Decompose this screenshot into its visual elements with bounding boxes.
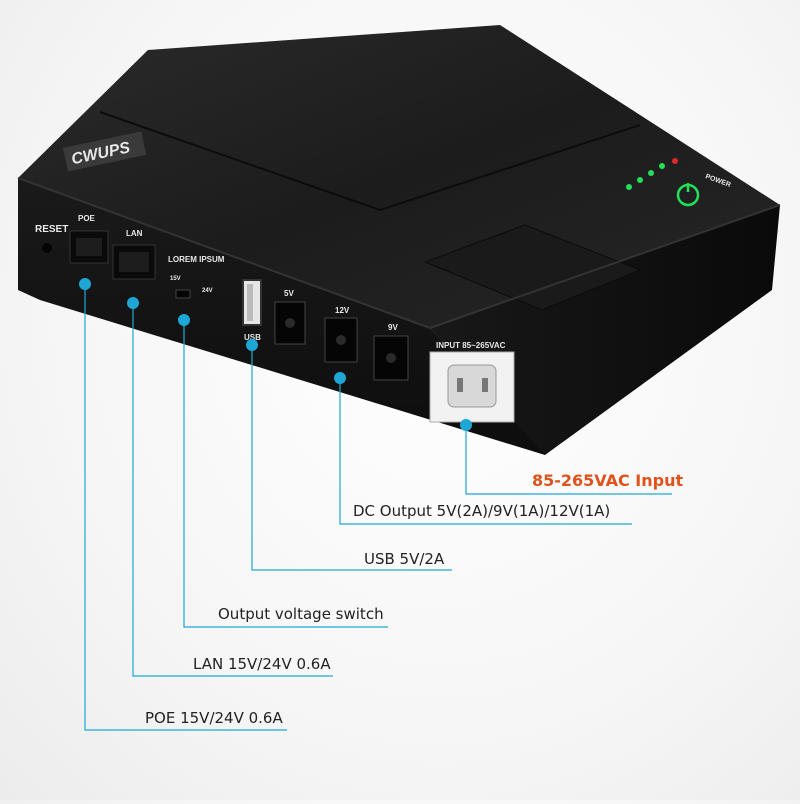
switch-15v-label: 15V [170, 276, 181, 282]
leader-lan [132, 303, 333, 677]
callout-leaders [84, 284, 672, 731]
brand-badge-bg [63, 131, 147, 172]
poe-port-inner [76, 238, 102, 256]
dc-5v-label: 5V [284, 289, 294, 298]
leader-usb [251, 345, 452, 571]
poe-label: POE [78, 214, 96, 223]
callout-dots [79, 278, 472, 431]
dot-switch [178, 314, 190, 326]
dc-9v-label: 9V [388, 323, 398, 332]
lan-label: LAN [126, 229, 143, 238]
reset-button[interactable] [42, 243, 52, 253]
dc-12v-pin [336, 335, 346, 345]
dc-12v-label: 12V [335, 306, 350, 315]
dc-5v-pin [285, 318, 295, 328]
led-green-2 [648, 170, 654, 176]
top-panel-seam [99, 111, 641, 212]
dc-9v-pin [386, 353, 396, 363]
front-top-edge [17, 177, 431, 329]
led-red [672, 158, 678, 164]
lan-port-inner [119, 252, 149, 272]
side-top-edge [429, 204, 781, 329]
led-green-4 [626, 184, 632, 190]
callout-lan: LAN 15V/24V 0.6A [193, 655, 331, 673]
callout-switch: Output voltage switch [218, 605, 384, 623]
leader-input [465, 425, 672, 495]
callout-dc-output: DC Output 5V(2A)/9V(1A)/12V(1A) [353, 502, 611, 520]
dot-input [460, 419, 472, 431]
dot-lan [127, 297, 139, 309]
led-green-1 [659, 163, 665, 169]
leader-switch [183, 320, 388, 628]
usb-label: USB [244, 333, 261, 342]
led-green-3 [637, 177, 643, 183]
ac-input-pin-left [457, 378, 463, 392]
leader-poe [84, 284, 287, 731]
dot-usb [246, 339, 258, 351]
reset-label: RESET [35, 224, 68, 235]
leader-dc-output [339, 378, 632, 525]
top-window-panel [423, 224, 642, 311]
switch-24v-label: 24V [202, 288, 213, 294]
dot-dc-output [334, 372, 346, 384]
front-ports: RESET POE LAN LOREM IPSUM 15V 24V USB 5V… [35, 214, 515, 423]
switch-title-label: LOREM IPSUM [168, 255, 225, 264]
callout-usb: USB 5V/2A [364, 550, 445, 568]
ac-input-pin-right [482, 378, 488, 392]
ac-input-socket-inner [447, 364, 497, 408]
device-body [17, 25, 781, 455]
callout-poe: POE 15V/24V 0.6A [145, 709, 283, 727]
input-label: INPUT 85~265VAC [436, 341, 506, 350]
callout-input: 85-265VAC Input [532, 471, 684, 490]
dot-poe [79, 278, 91, 290]
usb-port-tongue [247, 284, 253, 321]
voltage-switch[interactable] [175, 289, 191, 299]
device-right-side [430, 205, 780, 455]
